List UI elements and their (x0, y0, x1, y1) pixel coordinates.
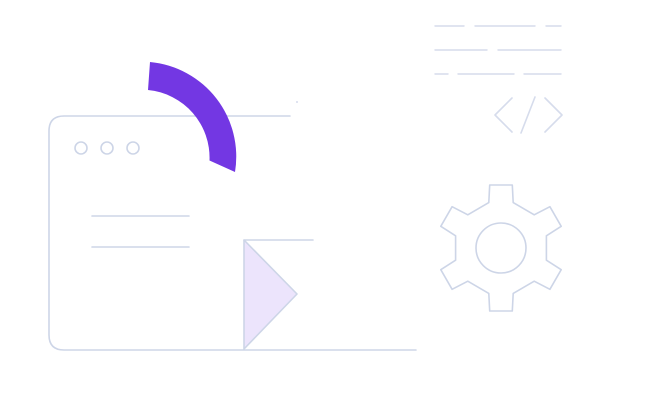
gear-hub (475, 222, 527, 274)
play-triangle (243, 239, 298, 350)
arc-icon (148, 62, 237, 172)
accent-dot-icon (296, 101, 298, 103)
gear-outline (440, 184, 562, 312)
text-lines-icon (91, 215, 190, 248)
bracket-left (494, 97, 513, 133)
window-dot-3-icon (126, 141, 140, 155)
window-dots-icon (74, 141, 140, 155)
window-dot-2-icon (100, 141, 114, 155)
window-dot-1-icon (74, 141, 88, 155)
bracket-right (544, 97, 563, 133)
play-icon (243, 239, 314, 350)
browser-window-icon (48, 115, 417, 351)
bracket-slash (520, 96, 536, 134)
code-brackets-icon (494, 96, 563, 134)
code-lines-icon (434, 25, 562, 75)
gear-icon (440, 184, 562, 312)
